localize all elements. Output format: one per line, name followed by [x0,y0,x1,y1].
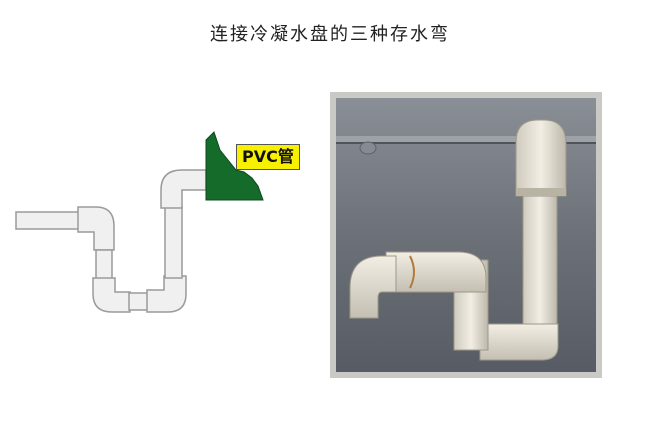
elbow-top-right [160,169,207,209]
bottom-coupling [128,292,150,311]
photo-left-elbow [349,255,397,319]
left-vertical-pipe [95,249,113,281]
screw-icon [359,141,377,155]
trap-photo [330,92,602,378]
panel-seam [336,136,596,142]
inlet-pipe [15,211,81,230]
photo-bottom-right-elbow [479,323,559,361]
elbow-bottom-left [92,277,131,313]
elbow-top-left [77,206,115,251]
pvc-label: PVC管 [236,144,300,170]
photo-top-elbow [515,119,567,197]
page-title: 连接冷凝水盘的三种存水弯 [210,24,450,45]
elbow-bottom-right [146,275,187,313]
photo-top-middle-elbow [385,251,487,293]
condensate-pan-icon [205,131,264,201]
pipe-assembly [15,169,207,313]
trap-diagram [15,131,264,313]
photo-riser-pipe [522,189,558,341]
right-vertical-pipe [164,205,183,279]
